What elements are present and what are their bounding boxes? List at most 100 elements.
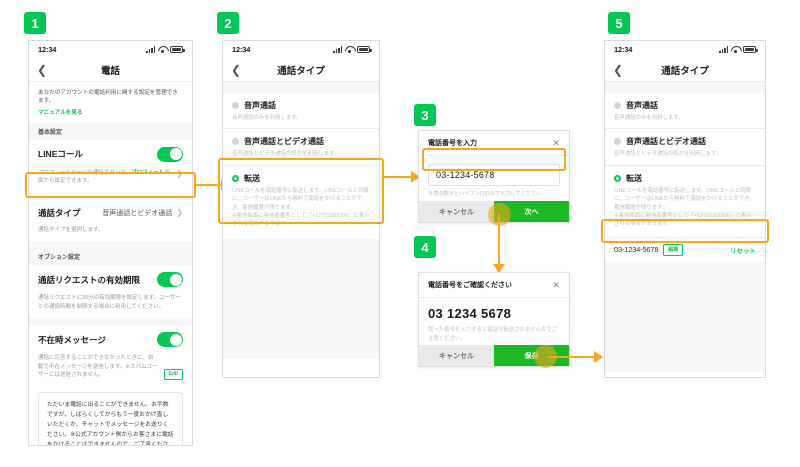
- option-title: 転送: [626, 173, 642, 183]
- option-title: 音声通話とビデオ通話: [244, 137, 324, 147]
- call-type-sub-text: 通話タイプを選択します。: [38, 226, 104, 233]
- forward-number-value: 03-1234-5678: [614, 245, 659, 255]
- manual-link[interactable]: マニュアルを見る: [38, 109, 83, 116]
- absent-msg-label: 不在時メッセージ: [38, 334, 106, 345]
- cancel-button[interactable]: キャンセル: [419, 201, 494, 222]
- panel5-tail: [605, 261, 765, 372]
- option-voice-call[interactable]: 音声通話 音声通話のみを利用します。: [605, 93, 765, 129]
- arrowhead-4-to-5: [594, 351, 603, 363]
- call-request-toggle[interactable]: [157, 272, 183, 288]
- line-call-label: LINEコール: [38, 149, 83, 160]
- option-desc: 音声通話とビデオ通話の両方を利用します。: [614, 151, 722, 158]
- connector-1-to-2: [196, 184, 222, 186]
- option-desc: LINEコールを電話番号に転送します。LINEコールと同様に、ユーザーはLINE…: [232, 187, 370, 228]
- dialog-header: 電話番号を入力 ✕: [419, 131, 569, 156]
- confirm-note: 誤った番号を入力すると電話が転送されませんのでご注意ください。: [428, 327, 558, 342]
- radio-icon[interactable]: [232, 102, 239, 109]
- call-type-sub: 通話タイプを選択します。: [29, 225, 192, 242]
- section-spacer: [29, 318, 192, 326]
- option-voice-and-video[interactable]: 音声通話とビデオ通話 音声通話とビデオ通話の両方を利用します。: [605, 129, 765, 165]
- edit-button[interactable]: Edit: [163, 368, 183, 380]
- cancel-button[interactable]: キャンセル: [419, 345, 494, 366]
- section-spacer: [29, 241, 192, 249]
- forward-number-row: 03-1234-5678 編集 リセット: [605, 236, 765, 262]
- dialog-body: 03-1234-5678 半角の数字とハイフン[-]のみで入力してください。: [419, 156, 569, 206]
- status-icons: [333, 46, 372, 53]
- close-icon[interactable]: ✕: [552, 279, 560, 290]
- chevron-left-icon[interactable]: ❮: [230, 62, 242, 77]
- status-icons: [146, 46, 185, 53]
- radio-icon[interactable]: [232, 138, 239, 146]
- row-line-call[interactable]: LINEコール: [29, 139, 192, 169]
- radio-icon[interactable]: [614, 138, 621, 146]
- radio-icon[interactable]: [232, 174, 239, 182]
- close-icon[interactable]: ✕: [552, 137, 560, 148]
- row-absent-msg[interactable]: 不在時メッセージ: [29, 325, 192, 355]
- battery-icon: [357, 46, 372, 53]
- status-bar: 12:34: [223, 41, 379, 58]
- option-forward[interactable]: 転送 LINEコールを電話番号に転送します。LINEコールと同様に、ユーザーはL…: [223, 165, 379, 239]
- battery-icon: [170, 46, 185, 53]
- line-call-toggle[interactable]: [157, 146, 183, 162]
- chevron-right-icon[interactable]: ❯: [176, 208, 183, 218]
- next-button[interactable]: 次へ: [494, 201, 569, 222]
- chevron-right-icon[interactable]: ❯: [176, 168, 183, 178]
- divider: [223, 128, 379, 130]
- navbar-1: ❮ 電話: [29, 58, 192, 82]
- connector-4-to-5: [548, 356, 595, 358]
- row-call-type[interactable]: 通話タイプ 音声通話とビデオ通話 ❯: [29, 199, 192, 226]
- absent-msg-sub-text: 通話に応答することができなかったときに、自動で不在メッセージを送信します。※スパ…: [38, 355, 158, 379]
- navbar-5: ❮ 通話タイプ: [605, 58, 765, 82]
- chevron-left-icon[interactable]: ❮: [36, 62, 48, 77]
- section-spacer: [29, 192, 192, 200]
- edit-number-button[interactable]: 編集: [663, 243, 684, 256]
- radio-icon[interactable]: [614, 102, 621, 109]
- arrowhead-2-to-3: [411, 171, 420, 183]
- option-head: 転送: [614, 173, 756, 184]
- section-spacer: [223, 82, 379, 93]
- option-head: 音声通話: [614, 100, 756, 111]
- dialog-title: 電話番号を入力: [428, 140, 477, 147]
- row-call-request[interactable]: 通話リクエストの有効期限: [29, 265, 192, 295]
- phone-number-input[interactable]: 03-1234-5678: [428, 164, 560, 186]
- phone-screen-5: 12:34 ❮ 通話タイプ 音声通話 音声通話のみを利用します。 音声通話とビデ…: [604, 40, 766, 378]
- status-time: 12:34: [38, 45, 57, 54]
- dialog-body: 03 1234 5678 誤った番号を入力すると電話が転送されませんのでご注意く…: [419, 298, 569, 350]
- confirm-number: 03 1234 5678: [428, 306, 512, 321]
- step-badge-2: 2: [217, 12, 239, 34]
- absent-msg-sub: 通話に応答することができなかったときに、自動で不在メッセージを送信します。※スパ…: [29, 354, 192, 387]
- call-type-value-wrap: 音声通話とビデオ通話 ❯: [102, 208, 183, 218]
- arrowhead-3-to-4: [493, 264, 505, 273]
- signal-bars-icon: [146, 46, 155, 53]
- line-call-sub-text: プロフィールページの通話ボタンは、プロフィール画面から設定できます。: [38, 169, 170, 185]
- wifi-icon: [731, 46, 740, 53]
- navbar-2: ❮ 通話タイプ: [223, 58, 379, 82]
- absent-msg-toggle[interactable]: [157, 332, 183, 348]
- option-head: 音声通話とビデオ通話: [232, 136, 370, 147]
- option-head: 音声通話とビデオ通話: [614, 136, 756, 147]
- click-dot-save: [534, 345, 557, 368]
- dialog-confirm-phone: 電話番号をご確認ください ✕ 03 1234 5678 誤った番号を入力すると電…: [418, 272, 570, 367]
- option-voice-call[interactable]: 音声通話 音声通話のみを利用します。: [223, 93, 379, 129]
- option-title: 音声通話: [626, 101, 658, 110]
- status-bar: 12:34: [605, 41, 765, 58]
- line-call-sub: プロフィールページの通話ボタンは、プロフィール画面から設定できます。 ❯: [29, 168, 192, 193]
- radio-icon[interactable]: [614, 174, 621, 182]
- option-forward[interactable]: 転送 LINEコールを電話番号に転送します。LINEコールと同様に、ユーザーはL…: [605, 165, 765, 237]
- reset-link[interactable]: リセット: [730, 247, 756, 255]
- section-option-header: オプション設定: [29, 248, 192, 266]
- panel2-tail: [223, 238, 379, 359]
- call-request-sub-text: 通話リクエストに30分の有効期限を設定します。ユーザーとの通話時間を制限する場合…: [38, 295, 181, 310]
- call-request-sub: 通話リクエストに30分の有効期限を設定します。ユーザーとの通話時間を制限する場合…: [29, 294, 192, 319]
- chevron-left-icon[interactable]: ❮: [612, 62, 624, 77]
- option-voice-and-video[interactable]: 音声通話とビデオ通話 音声通話とビデオ通話の両方を利用します。: [223, 129, 379, 165]
- call-type-value: 音声通話とビデオ通話: [102, 209, 173, 217]
- battery-icon: [743, 46, 758, 53]
- input-hint: 半角の数字とハイフン[-]のみで入力してください。: [428, 191, 547, 197]
- divider: [605, 128, 765, 130]
- signal-bars-icon: [719, 46, 728, 53]
- status-icons: [719, 46, 758, 53]
- option-desc: 音声通話とビデオ通話の両方を利用します。: [232, 151, 340, 158]
- intro-block: あなたのアカウントの電話利用に関する設定を管理できます。 マニュアルを見る: [29, 82, 192, 123]
